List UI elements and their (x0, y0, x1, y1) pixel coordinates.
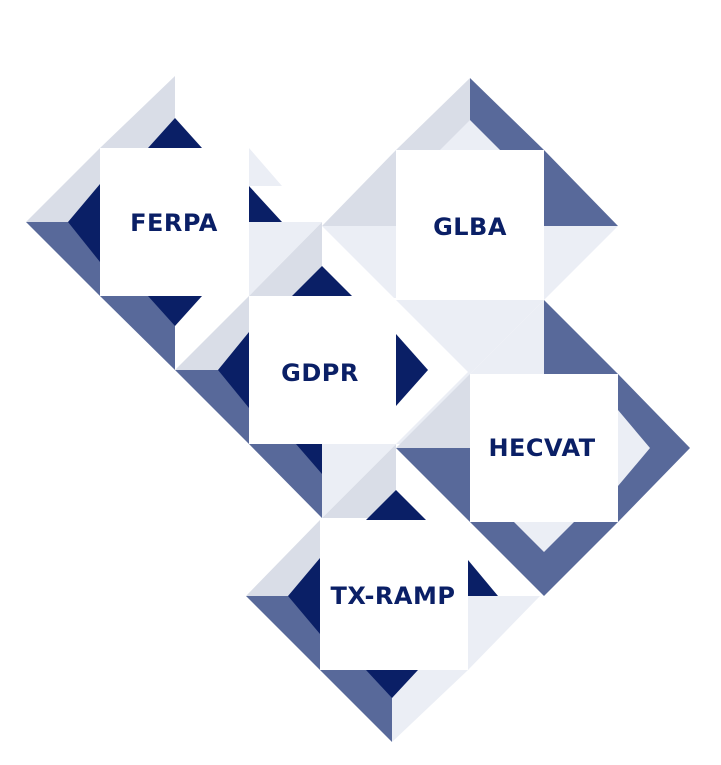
txramp-left-navy (288, 558, 320, 634)
tile-txramp-label: TX-RAMP (331, 582, 456, 610)
glba-top-light (396, 78, 470, 150)
connector-b-slate (175, 370, 249, 444)
glba-right-pale (544, 226, 618, 300)
glba-left-pale (322, 226, 396, 300)
tile-glba-label: GLBA (433, 213, 507, 241)
tile-hecvat: HECVAT (470, 374, 618, 522)
connector-a-navy (292, 266, 352, 296)
gdpr-bottom-pale (322, 444, 396, 518)
ferpa-left-light (26, 148, 100, 222)
hecvat-top-pale (470, 300, 544, 374)
txramp-left-light (246, 520, 320, 596)
txramp-bottom-navy (366, 670, 418, 698)
hecvat-top-slate (544, 300, 618, 374)
ferpa-bottom-navy (148, 296, 202, 326)
tile-gdpr-label: GDPR (281, 359, 359, 387)
tile-ferpa: FERPA (100, 148, 248, 296)
txramp-top-navy (366, 490, 426, 520)
glba-left-light (322, 150, 396, 226)
ferpa-left-slate (26, 222, 100, 296)
connector-a-pale (249, 222, 322, 296)
ferpa-bottom-slate (100, 296, 175, 370)
decorative-shapes (26, 76, 690, 742)
gdpr-right-navy (396, 334, 428, 406)
ferpa-top-light (100, 76, 175, 148)
glba-bottom-pale (396, 300, 470, 374)
tile-glba: GLBA (396, 152, 544, 300)
tile-txramp-box (320, 520, 468, 670)
txramp-left-slate (246, 596, 320, 670)
ferpa-top-navy (148, 118, 202, 148)
hecvat-left-light (396, 374, 470, 448)
ferpa-right-pale (249, 148, 282, 186)
tile-ferpa-label: FERPA (130, 209, 218, 237)
glba-right-slate (544, 150, 618, 226)
txramp-bottom-slate (320, 670, 392, 742)
hecvat-left-slate (396, 448, 470, 522)
connector-b-light (175, 296, 249, 370)
ferpa-left-navy (68, 184, 100, 262)
glba-top-pale (440, 120, 500, 150)
tile-glba-box (396, 152, 544, 300)
tile-hecvat-box (470, 374, 618, 522)
gdpr-left-navy (218, 332, 249, 408)
tile-hecvat-label: HECVAT (488, 434, 595, 462)
gdpr-bottom-slate (249, 444, 322, 518)
tile-gdpr-box (249, 298, 396, 444)
tile-gdpr: GDPR (249, 298, 396, 444)
hecvat-right-pale (618, 410, 650, 486)
hecvat-right-slate (618, 374, 690, 522)
glba-top-slate (470, 78, 544, 150)
tile-txramp: TX-RAMP (320, 520, 468, 670)
tile-ferpa-box (100, 148, 248, 296)
txramp-bottom-pale (392, 670, 468, 742)
txramp-right-pale (468, 596, 540, 670)
hecvat-bottom-slate (470, 522, 618, 596)
hecvat-bottom-pale (514, 522, 574, 552)
